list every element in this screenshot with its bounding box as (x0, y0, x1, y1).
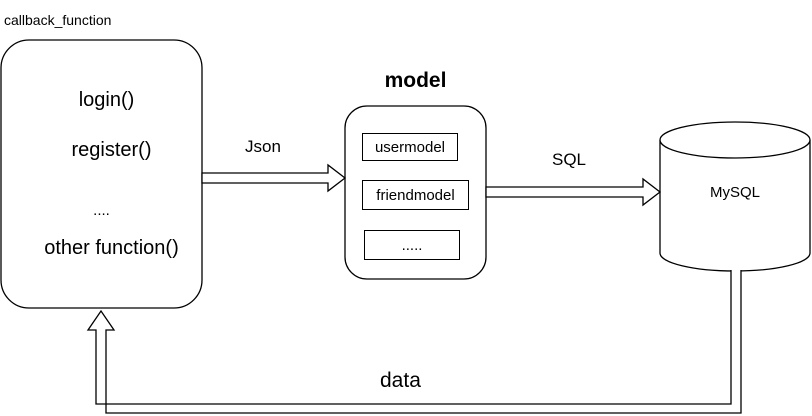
model-title: model (384, 69, 447, 92)
model-item-friendmodel: friendmodel (362, 180, 469, 210)
json-arrow (201, 163, 347, 193)
data-label: data (380, 369, 421, 392)
model-item-ellipsis: ..... (364, 230, 460, 260)
callback-item-register: register() (71, 139, 152, 161)
mysql-cylinder (659, 121, 811, 272)
data-arrow (86, 270, 742, 414)
sql-label: SQL (552, 150, 587, 169)
callback-function-box (0, 39, 203, 309)
mysql-label: MySQL (709, 184, 760, 201)
callback-item-other-function: other function() (44, 237, 179, 259)
callback-title: callback_function (4, 12, 112, 28)
callback-item-login: login() (78, 89, 135, 111)
sql-arrow (485, 177, 662, 207)
json-label: Json (245, 137, 281, 156)
model-item-usermodel: usermodel (362, 133, 458, 161)
callback-item-ellipsis: .... (93, 202, 110, 219)
